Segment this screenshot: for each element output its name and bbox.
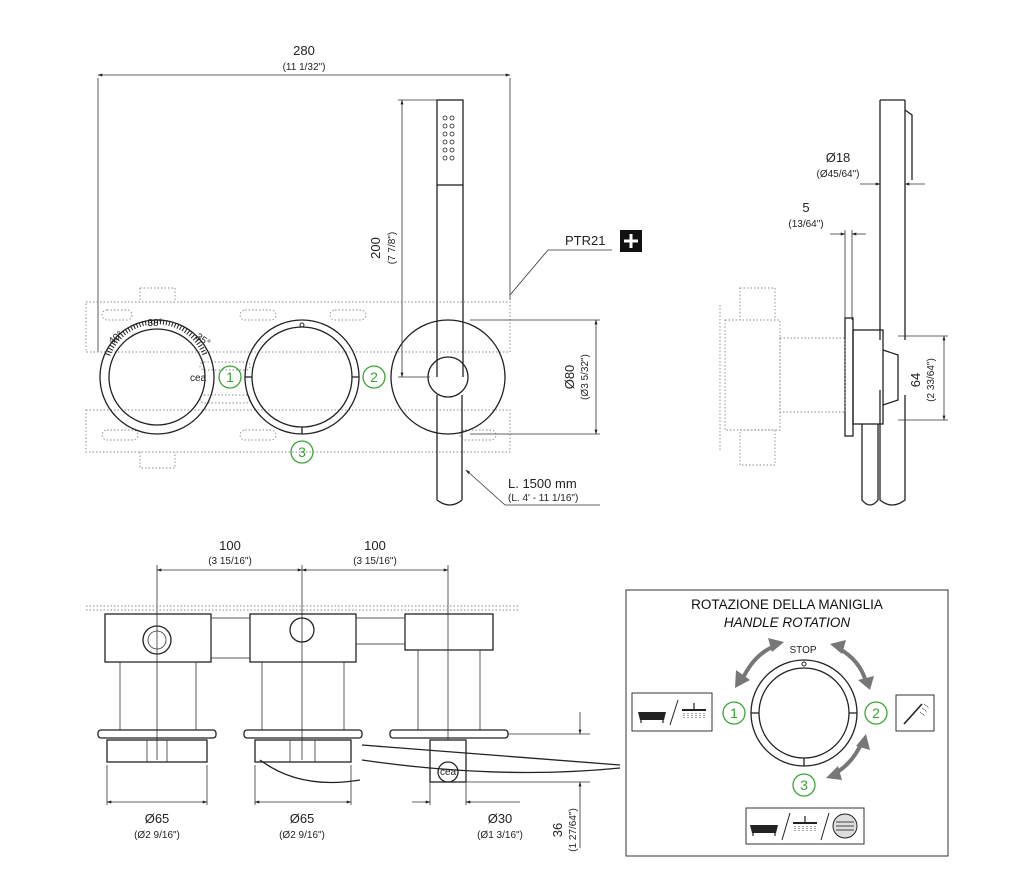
panel-position-2 <box>864 701 888 725</box>
brand-mark-front: cea <box>190 373 207 384</box>
dim-36: 36 <box>550 823 565 837</box>
dim-100-right-inch: (3 15/16") <box>353 556 397 567</box>
position-2-marker <box>362 365 386 389</box>
dim-280-inch: (11 1/32") <box>283 62 326 73</box>
dial-mark-38: 38° <box>147 318 162 329</box>
dim-18: Ø18 <box>826 150 851 165</box>
dim-200-inch: (7 7/8") <box>387 232 398 264</box>
brand-mark-top: cea <box>440 767 457 778</box>
dim-36-inch: (1 27/64") <box>568 808 579 852</box>
product-code: PTR21 <box>565 233 605 248</box>
dim-5: 5 <box>802 200 809 215</box>
shower-head-icon <box>682 703 706 719</box>
svg-text:1: 1 <box>226 369 234 385</box>
dim-30: Ø30 <box>488 811 513 826</box>
shower-head-icon-3 <box>793 816 817 832</box>
svg-text:1: 1 <box>730 705 738 721</box>
svg-text:2: 2 <box>872 705 880 721</box>
front-view: 280 (11 1/32") 40° 38° 35° cea <box>85 43 642 506</box>
panel-title: ROTAZIONE DELLA MANIGLIA <box>691 597 883 612</box>
rotate-arrow-icon <box>735 638 874 780</box>
dim-80: Ø80 <box>562 365 577 390</box>
dim-5-inch: (13/64") <box>788 219 823 230</box>
dim-100-right: 100 <box>364 538 386 553</box>
hose-length: L. 1500 mm <box>508 476 577 491</box>
position-1-marker <box>218 365 242 389</box>
dim-80-inch: (Ø3 5/32") <box>580 354 591 400</box>
dim-100-left-inch: (3 15/16") <box>208 556 252 567</box>
panel-subtitle: HANDLE ROTATION <box>724 615 851 630</box>
dim-280: 280 <box>293 43 315 58</box>
hand-shower-icon <box>903 703 930 725</box>
position-2-icons <box>895 694 935 732</box>
dial-mark-35: 35° <box>193 331 212 349</box>
dim-65-mid-inch: (Ø2 9/16") <box>279 830 325 841</box>
dim-65-left: Ø65 <box>145 811 170 826</box>
dim-100-left: 100 <box>219 538 241 553</box>
dim-200: 200 <box>368 237 383 259</box>
dim-18-inch: (Ø45/64") <box>816 169 859 180</box>
panel-position-3 <box>792 773 816 797</box>
svg-text:2: 2 <box>370 369 378 385</box>
dim-65-mid: Ø65 <box>290 811 315 826</box>
position-1-icons <box>631 692 713 732</box>
panel-position-1 <box>722 701 746 725</box>
position-3-marker <box>290 440 314 464</box>
side-view: Ø18 (Ø45/64") 5 (13/64") 64 (2 33/64") <box>719 99 948 506</box>
bathtub-icon-3 <box>750 825 778 836</box>
dim-30-inch: (Ø1 3/16") <box>477 830 523 841</box>
handshower-nozzles <box>442 115 455 161</box>
dim-64-inch: (2 33/64") <box>926 358 937 402</box>
dim-64: 64 <box>908 373 923 387</box>
handle-rotation-panel: ROTAZIONE DELLA MANIGLIA HANDLE ROTATION… <box>625 589 949 857</box>
hose-length-inch: (L. 4' - 11 1/16") <box>508 493 578 504</box>
bathtub-icon <box>638 712 666 723</box>
top-view: 100 (3 15/16") 100 (3 15/16") <box>86 538 621 852</box>
aerator-icon <box>832 813 858 839</box>
stop-label: STOP <box>789 645 816 656</box>
svg-text:3: 3 <box>800 777 808 793</box>
position-3-icons <box>745 807 865 845</box>
svg-text:3: 3 <box>298 444 306 460</box>
dim-65-left-inch: (Ø2 9/16") <box>134 830 180 841</box>
